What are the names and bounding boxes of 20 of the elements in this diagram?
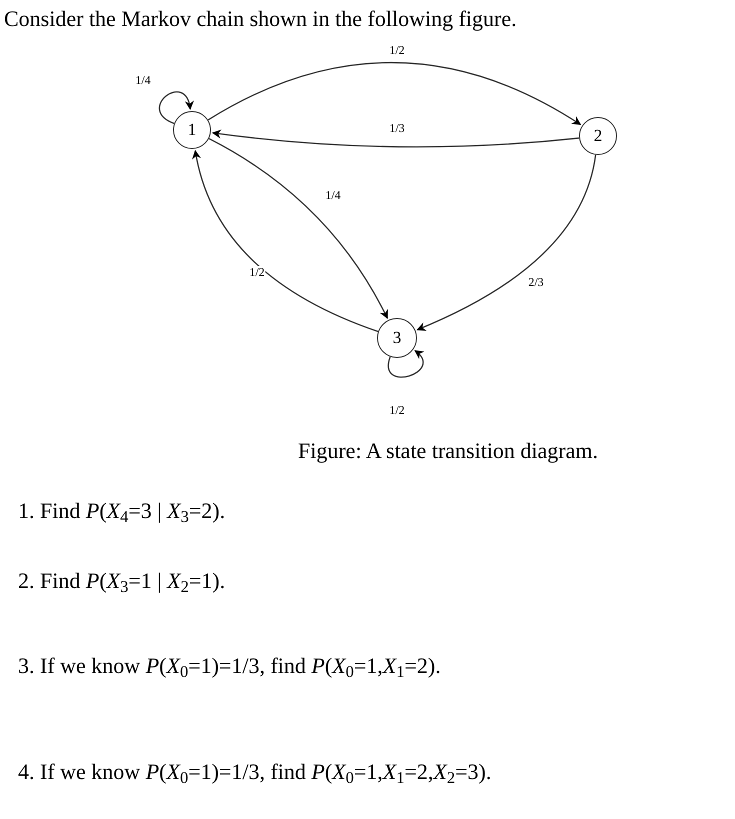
arrow xyxy=(212,129,580,148)
arrow xyxy=(158,91,193,124)
question-text: 4. If we know P(X$_{0}$=1)=1/3, find P(X$_{0}$=1,X$_{1}$=2,X$_{2}$=3). xyxy=(18,758,492,788)
arrow xyxy=(192,150,378,332)
caption: Figure: A state transition diagram. xyxy=(298,437,598,465)
title: Consider the Markov chain shown in the following figure. xyxy=(4,5,517,33)
edge-label: 1/4 xyxy=(324,189,342,201)
arrow xyxy=(208,138,388,320)
edge-label: 1/2 xyxy=(388,44,406,56)
question-text: 3. If we know P(X$_{0}$=1)=1/3, find P(X$_{0}$=1,X$_{1}$=2). xyxy=(18,652,441,682)
edge-label: 2/3 xyxy=(527,276,545,288)
question-text: 1. Find P(X$_{4}$=3 | X$_{3}$=2). xyxy=(18,497,226,527)
edge-label: 1/2 xyxy=(388,404,406,416)
arrow xyxy=(388,350,424,378)
edge-label: 1/3 xyxy=(388,122,406,134)
edge-label: 1/4 xyxy=(134,74,152,86)
edge-label: 1/2 xyxy=(248,266,266,278)
arrow xyxy=(416,154,596,331)
arrow xyxy=(208,62,582,126)
question-text: 2. Find P(X$_{3}$=1 | X$_{2}$=1). xyxy=(18,567,226,597)
